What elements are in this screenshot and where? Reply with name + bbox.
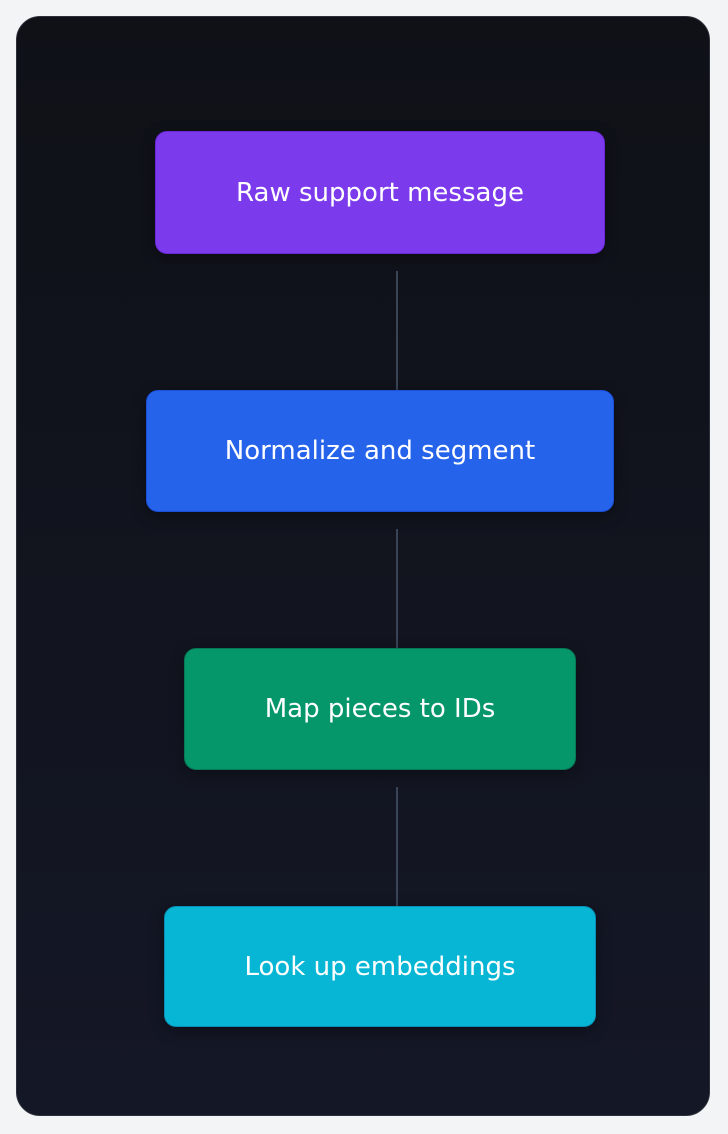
node-raw-support-message: Raw support message: [155, 131, 605, 254]
edge-raw-to-normalize: [389, 271, 405, 407]
node-look-up-embeddings: Look up embeddings: [164, 906, 596, 1027]
node-normalize-and-segment: Normalize and segment: [146, 390, 614, 512]
node-label: Raw support message: [236, 177, 524, 208]
edge-map-to-lookup: [389, 787, 405, 923]
node-label: Map pieces to IDs: [264, 694, 496, 724]
edge-normalize-to-map: [389, 529, 405, 665]
node-label: Look up embeddings: [244, 951, 516, 982]
node-map-pieces-to-ids: Map pieces to IDs: [184, 648, 576, 770]
node-label: Normalize and segment: [224, 436, 536, 466]
